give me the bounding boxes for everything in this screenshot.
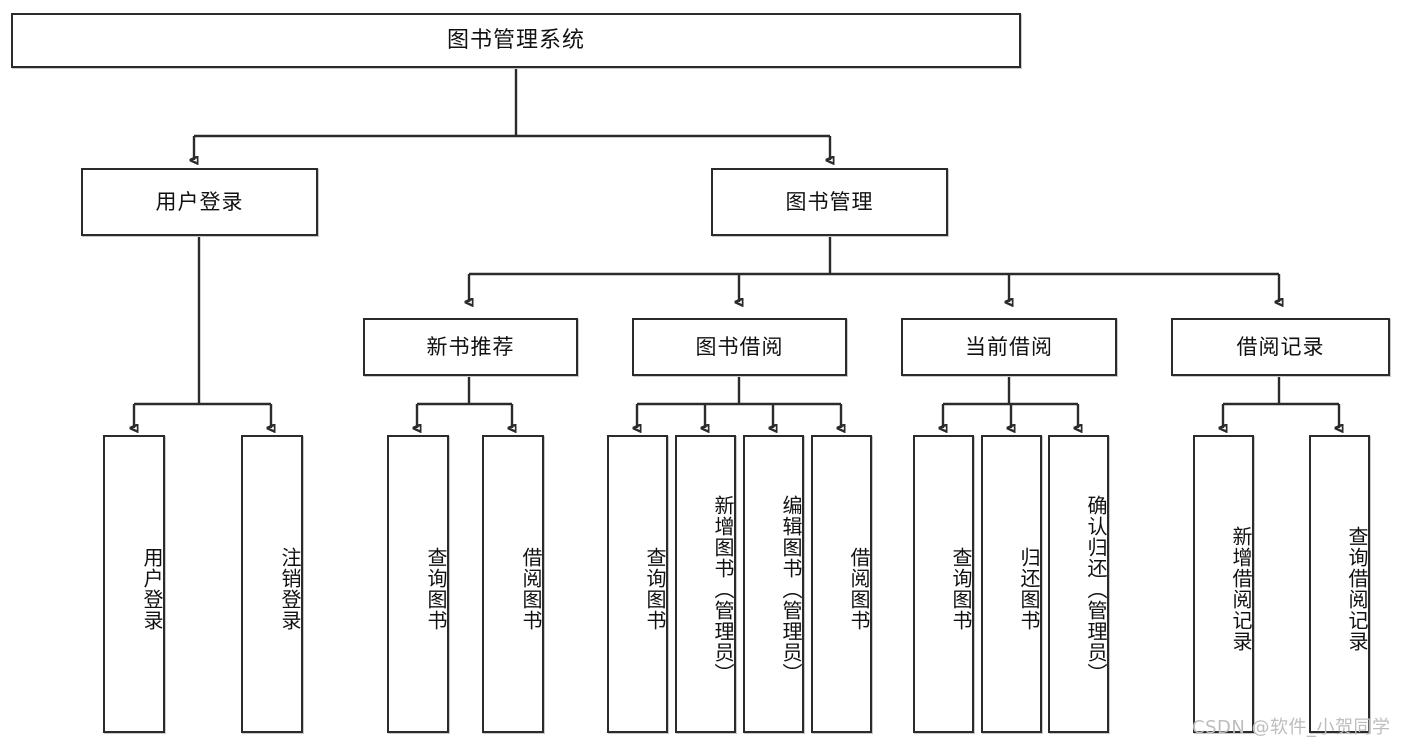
node-label: 新书推荐 bbox=[426, 334, 515, 359]
node-label: 查询图书 bbox=[949, 547, 973, 631]
node-leaf-user-logout[interactable]: 注销登录 bbox=[241, 435, 303, 733]
node-leaf-query-book-b[interactable]: 查询图书 bbox=[607, 435, 668, 733]
node-leaf-borrow-book-b[interactable]: 借阅图书 bbox=[811, 435, 872, 733]
node-label: 用户登录 bbox=[155, 189, 244, 214]
node-current-borrow[interactable]: 当前借阅 bbox=[901, 318, 1117, 376]
node-label: 图书借阅 bbox=[695, 334, 784, 359]
node-label: 注销登录 bbox=[278, 547, 302, 631]
node-book-borrow[interactable]: 图书借阅 bbox=[632, 318, 847, 376]
node-label: 借阅记录 bbox=[1236, 334, 1325, 359]
node-leaf-add-book-admin[interactable]: 新增图书（管理员） bbox=[675, 435, 736, 733]
node-label: 归还图书 bbox=[1017, 547, 1041, 631]
node-root-system[interactable]: 图书管理系统 bbox=[11, 13, 1021, 68]
node-new-book-recommend[interactable]: 新书推荐 bbox=[363, 318, 578, 376]
node-label: 借阅图书 bbox=[847, 547, 871, 631]
node-user-login[interactable]: 用户登录 bbox=[81, 168, 318, 236]
csdn-watermark: CSDN @软件_小贺同学 bbox=[1192, 717, 1391, 738]
node-label: 用户登录 bbox=[140, 547, 164, 631]
node-label: 查询图书 bbox=[643, 547, 667, 631]
node-leaf-borrow-book-a[interactable]: 借阅图书 bbox=[482, 435, 544, 733]
node-label: 新增图书（管理员） bbox=[711, 494, 735, 684]
node-leaf-user-login[interactable]: 用户登录 bbox=[103, 435, 165, 733]
node-leaf-confirm-return-admin[interactable]: 确认归还（管理员） bbox=[1048, 435, 1109, 733]
node-leaf-add-borrow-record[interactable]: 新增借阅记录 bbox=[1193, 435, 1254, 733]
node-label: 当前借阅 bbox=[965, 334, 1053, 359]
node-label: 编辑图书（管理员） bbox=[779, 494, 803, 684]
node-label: 借阅图书 bbox=[519, 547, 543, 631]
node-label: 图书管理 bbox=[785, 189, 874, 214]
node-leaf-query-book-a[interactable]: 查询图书 bbox=[387, 435, 449, 733]
node-label: 查询图书 bbox=[424, 547, 448, 631]
node-leaf-return-book[interactable]: 归还图书 bbox=[981, 435, 1042, 733]
node-label: 确认归还（管理员） bbox=[1084, 494, 1108, 684]
node-book-manage[interactable]: 图书管理 bbox=[711, 168, 948, 236]
node-label: 图书管理系统 bbox=[446, 27, 585, 53]
node-borrow-record[interactable]: 借阅记录 bbox=[1171, 318, 1390, 376]
node-label: 查询借阅记录 bbox=[1345, 526, 1369, 652]
node-leaf-query-borrow-record[interactable]: 查询借阅记录 bbox=[1309, 435, 1370, 733]
node-label: 新增借阅记录 bbox=[1229, 526, 1253, 652]
node-leaf-edit-book-admin[interactable]: 编辑图书（管理员） bbox=[743, 435, 804, 733]
node-leaf-query-book-c[interactable]: 查询图书 bbox=[913, 435, 974, 733]
